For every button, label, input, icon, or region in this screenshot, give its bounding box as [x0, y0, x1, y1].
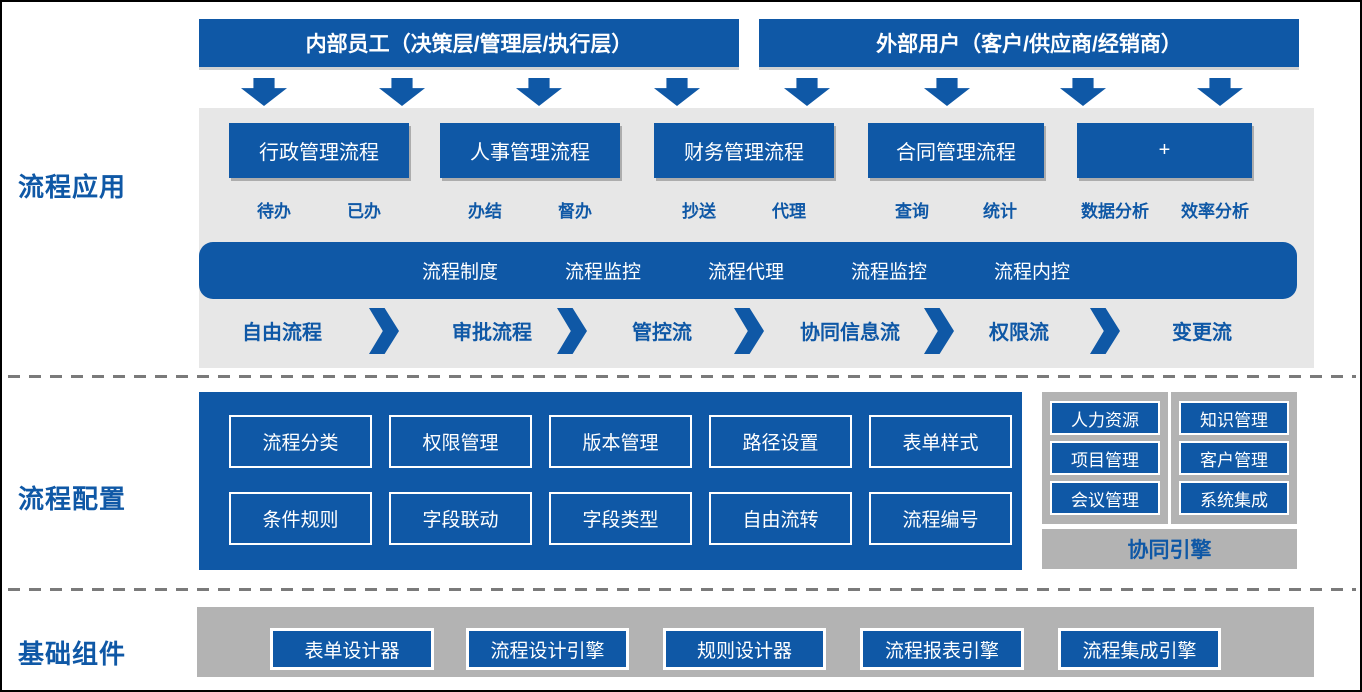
base-component-box: 流程集成引擎 [1058, 628, 1221, 670]
section-label-process-application: 流程应用 [18, 172, 127, 202]
sub-label: 抄送 [682, 201, 716, 221]
app-sub-labels: 办结 督办 [440, 196, 620, 222]
down-arrow-icon [241, 78, 287, 106]
sub-label: 已办 [347, 201, 381, 221]
section-divider [8, 588, 1356, 591]
sub-label: 代理 [772, 201, 806, 221]
config-box: 字段类型 [549, 492, 692, 545]
service-item: 流程监控 [850, 262, 927, 283]
flow-step-authority: 权限流 [989, 322, 1049, 344]
module-box: 客户管理 [1179, 441, 1289, 475]
down-arrow-icon [379, 78, 425, 106]
config-box: 字段联动 [389, 492, 532, 545]
config-box: 权限管理 [389, 415, 532, 468]
module-box: 系统集成 [1179, 481, 1289, 515]
chevron-right-icon [924, 308, 954, 354]
config-box: 条件规则 [229, 492, 372, 545]
app-box-contract: 合同管理流程 [868, 123, 1044, 178]
config-box: 路径设置 [709, 415, 852, 468]
chevron-right-icon [369, 308, 399, 354]
config-box: 流程编号 [869, 492, 1012, 545]
section-label-base-components: 基础组件 [18, 639, 127, 669]
app-box-more: + [1077, 123, 1252, 178]
base-components-panel: 表单设计器 流程设计引擎 规则设计器 流程报表引擎 流程集成引擎 [197, 607, 1314, 677]
base-component-box: 表单设计器 [270, 628, 434, 670]
config-box: 自由流转 [709, 492, 852, 545]
app-sub-labels: 查询 统计 [868, 196, 1044, 222]
app-box-finance: 财务管理流程 [654, 123, 834, 178]
process-services-bar: 流程制度 流程监控 流程代理 流程监控 流程内控 [199, 242, 1297, 299]
sub-label: 待办 [257, 201, 291, 221]
section-label-process-config: 流程配置 [18, 484, 127, 514]
config-box: 版本管理 [549, 415, 692, 468]
base-component-box: 流程设计引擎 [466, 628, 629, 670]
sub-label: 统计 [983, 201, 1017, 221]
flow-step-approval: 审批流程 [452, 322, 532, 344]
service-item: 流程内控 [993, 262, 1070, 283]
chevron-right-icon [1090, 308, 1120, 354]
chevron-right-icon [557, 308, 587, 354]
app-box-administrative: 行政管理流程 [229, 123, 409, 178]
flow-step-free: 自由流程 [242, 322, 322, 344]
sub-label: 效率分析 [1181, 201, 1249, 221]
app-sub-labels: 抄送 代理 [654, 196, 834, 222]
module-panel-left: 人力资源 项目管理 会议管理 [1042, 392, 1168, 524]
chevron-right-icon [734, 308, 764, 354]
flow-step-collab: 协同信息流 [800, 322, 900, 344]
down-arrow-icon [1197, 78, 1243, 106]
app-sub-labels: 数据分析 效率分析 [1065, 196, 1265, 222]
collaboration-engine-bar: 协同引擎 [1042, 529, 1297, 569]
app-sub-labels: 待办 已办 [229, 196, 409, 222]
service-item: 流程代理 [707, 262, 784, 283]
sub-label: 办结 [468, 201, 502, 221]
config-box: 流程分类 [229, 415, 372, 468]
sub-label: 督办 [558, 201, 592, 221]
config-box: 表单样式 [869, 415, 1012, 468]
service-item: 流程监控 [564, 262, 641, 283]
process-config-panel: 流程分类 权限管理 版本管理 路径设置 表单样式 条件规则 字段联动 字段类型 … [199, 392, 1022, 570]
module-box: 知识管理 [1179, 401, 1289, 435]
service-item: 流程制度 [421, 262, 498, 283]
sub-label: 数据分析 [1081, 201, 1149, 221]
flow-step-change: 变更流 [1172, 322, 1232, 344]
base-component-box: 规则设计器 [663, 628, 826, 670]
down-arrow-icon [784, 78, 830, 106]
down-arrow-icon [1060, 78, 1106, 106]
down-arrow-icon [924, 78, 970, 106]
header-external-users: 外部用户（客户/供应商/经销商） [759, 19, 1299, 67]
module-panel-right: 知识管理 客户管理 系统集成 [1171, 392, 1297, 524]
module-box: 会议管理 [1050, 481, 1160, 515]
module-box: 项目管理 [1050, 441, 1160, 475]
sub-label: 查询 [895, 201, 929, 221]
base-component-box: 流程报表引擎 [860, 628, 1024, 670]
app-box-hr: 人事管理流程 [440, 123, 620, 178]
section-divider [8, 375, 1356, 378]
down-arrow-icon [654, 78, 700, 106]
down-arrow-icon [516, 78, 562, 106]
header-internal-employees: 内部员工（决策层/管理层/执行层） [199, 19, 739, 67]
module-box: 人力资源 [1050, 401, 1160, 435]
flow-step-control: 管控流 [632, 322, 692, 344]
process-application-panel: 行政管理流程 人事管理流程 财务管理流程 合同管理流程 + 待办 已办 办结 督… [199, 108, 1314, 368]
